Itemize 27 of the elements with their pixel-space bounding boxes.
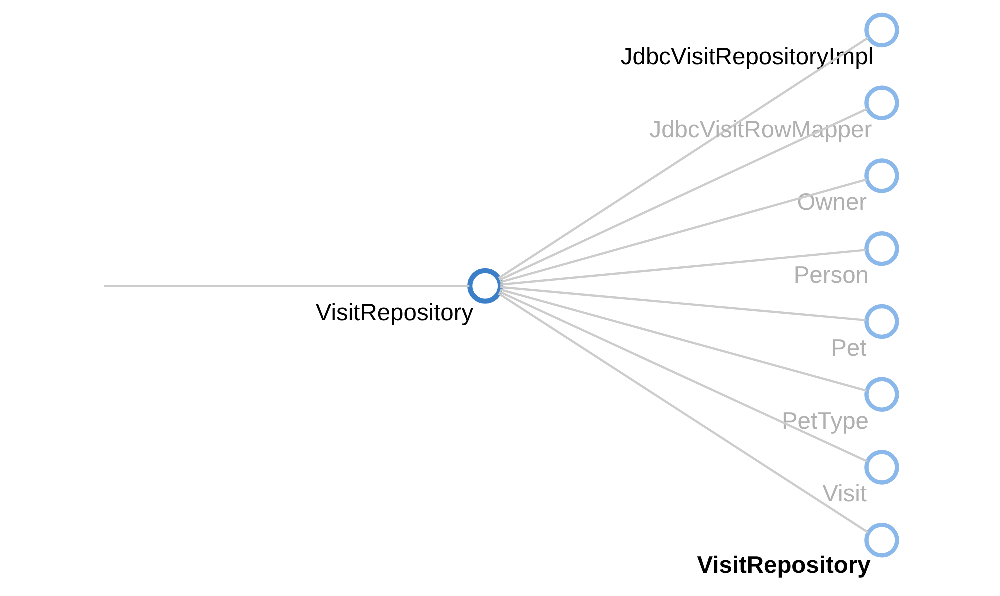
node-label: Visit [822, 482, 868, 508]
connector [499, 290, 868, 463]
node-circle [864, 12, 900, 48]
node-circle [864, 158, 900, 194]
node-label: Person [794, 263, 869, 290]
connector [104, 285, 470, 288]
node-label: PetType [782, 408, 869, 435]
node-circle [864, 523, 900, 558]
connector [500, 249, 866, 286]
node-label: Pet [831, 336, 867, 362]
node-label: Owner [797, 190, 868, 216]
node-circle [468, 268, 504, 304]
connector [498, 292, 869, 534]
node-circle [864, 450, 900, 485]
node-label: VisitRepository [697, 552, 871, 579]
connector [500, 286, 866, 322]
connector [500, 288, 868, 392]
connector [498, 37, 869, 280]
node-label: VisitRepository [316, 300, 474, 326]
connector [500, 178, 868, 284]
node-circle [864, 231, 900, 266]
node-label: JdbcVisitRowMapper [650, 117, 872, 144]
node-circle [864, 377, 900, 412]
connector [499, 108, 868, 282]
node-circle [864, 304, 900, 340]
node-circle [864, 86, 900, 120]
node-label: JdbcVisitRepositoryImpl [620, 44, 874, 70]
